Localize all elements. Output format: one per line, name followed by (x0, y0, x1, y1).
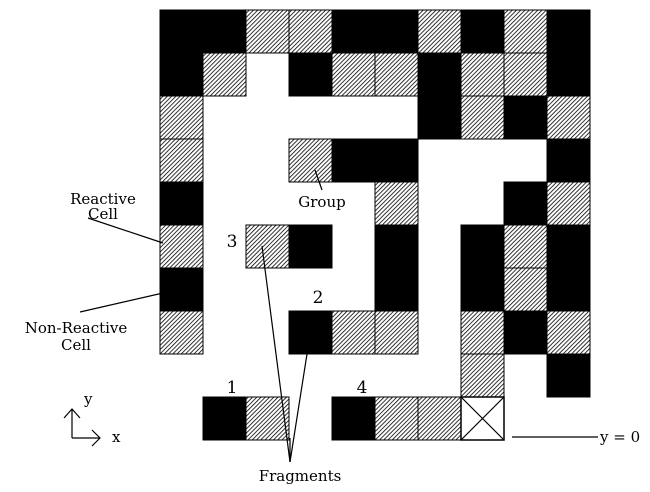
group-label: Group (298, 193, 345, 211)
reactive-cell (374, 396, 419, 441)
non-reactive-cell (331, 9, 376, 54)
non-reactive-cell (417, 52, 462, 97)
annotation-layer: Reactive Cell Non-Reactive Cell Group Fr… (25, 169, 640, 485)
fragments-pointer-3 (289, 334, 311, 463)
non-reactive-cell (374, 138, 419, 183)
non-reactive-cell (546, 138, 591, 183)
non-reactive-cell (374, 267, 419, 312)
group-pointer (314, 169, 323, 191)
non-reactive-cell (202, 9, 247, 54)
non-reactive-cell (331, 138, 376, 183)
non-reactive-cell (288, 224, 333, 269)
non-reactive-cell (374, 224, 419, 269)
non-reactive-cell (159, 181, 204, 226)
non-reactive-cell (503, 181, 548, 226)
non-reactive-cell-label-line1: Non-Reactive (25, 319, 128, 337)
axis-x-label: x (112, 428, 121, 446)
reactive-cell-label-line2: Cell (88, 205, 118, 223)
non-reactive-cell (159, 9, 204, 54)
reactive-cell-label-line1: Reactive (70, 190, 136, 208)
reactive-cell (503, 9, 548, 54)
reactive-cell (331, 310, 376, 355)
fragment-number-3: 3 (227, 232, 238, 252)
non-reactive-cell-pointer (79, 292, 164, 313)
reactive-cell (460, 310, 505, 355)
non-reactive-cell (331, 396, 376, 441)
non-reactive-cell (546, 9, 591, 54)
reactive-cell (460, 52, 505, 97)
non-reactive-cell (503, 310, 548, 355)
reactive-cell (374, 181, 419, 226)
reactive-cell (546, 310, 591, 355)
reactive-cell (417, 396, 462, 441)
reactive-cell (460, 353, 505, 398)
non-reactive-cell (546, 52, 591, 97)
y-zero-label: y = 0 (599, 428, 640, 446)
reactive-cell (417, 9, 462, 54)
non-reactive-cell (503, 95, 548, 140)
reactive-cell (460, 95, 505, 140)
reactive-cell (288, 9, 333, 54)
fragments-label: Fragments (259, 467, 342, 485)
non-reactive-cell (288, 52, 333, 97)
reactive-cell (331, 52, 376, 97)
non-reactive-cell (159, 267, 204, 312)
non-reactive-cell (288, 310, 333, 355)
fragment-number-1: 1 (227, 378, 238, 398)
reactive-cell (245, 9, 290, 54)
reactive-cell (159, 224, 204, 269)
reactive-cell (374, 310, 419, 355)
reactive-cell (159, 138, 204, 183)
reactive-cell (503, 52, 548, 97)
non-reactive-cell (202, 396, 247, 441)
axes-indicator: y x (63, 390, 121, 447)
reactive-cell (159, 310, 204, 355)
non-reactive-cell (546, 353, 591, 398)
reactive-cell (503, 267, 548, 312)
reactive-cell (159, 95, 204, 140)
non-reactive-cell-label-line2: Cell (61, 336, 91, 354)
reactive-cell (546, 95, 591, 140)
reactive-cell (288, 138, 333, 183)
non-reactive-cell (460, 9, 505, 54)
reactive-cell (374, 52, 419, 97)
reactive-cell (503, 224, 548, 269)
non-reactive-cell (546, 267, 591, 312)
cell-layer (159, 9, 591, 441)
non-reactive-cell (460, 224, 505, 269)
fragment-number-2: 2 (313, 288, 324, 308)
non-reactive-cell (159, 52, 204, 97)
origin-cell-cross-line (460, 396, 505, 441)
fragments-pointer-1 (261, 245, 291, 463)
non-reactive-cell (417, 95, 462, 140)
reactive-cell-pointer (87, 217, 164, 244)
non-reactive-cell (374, 9, 419, 54)
reactive-cell (202, 52, 247, 97)
axis-y-label: y (83, 390, 93, 408)
non-reactive-cell (460, 267, 505, 312)
reactive-cell (245, 396, 290, 441)
reactive-cell (245, 224, 290, 269)
reactive-cell (546, 181, 591, 226)
fragment-number-4: 4 (357, 378, 368, 398)
non-reactive-cell (546, 224, 591, 269)
